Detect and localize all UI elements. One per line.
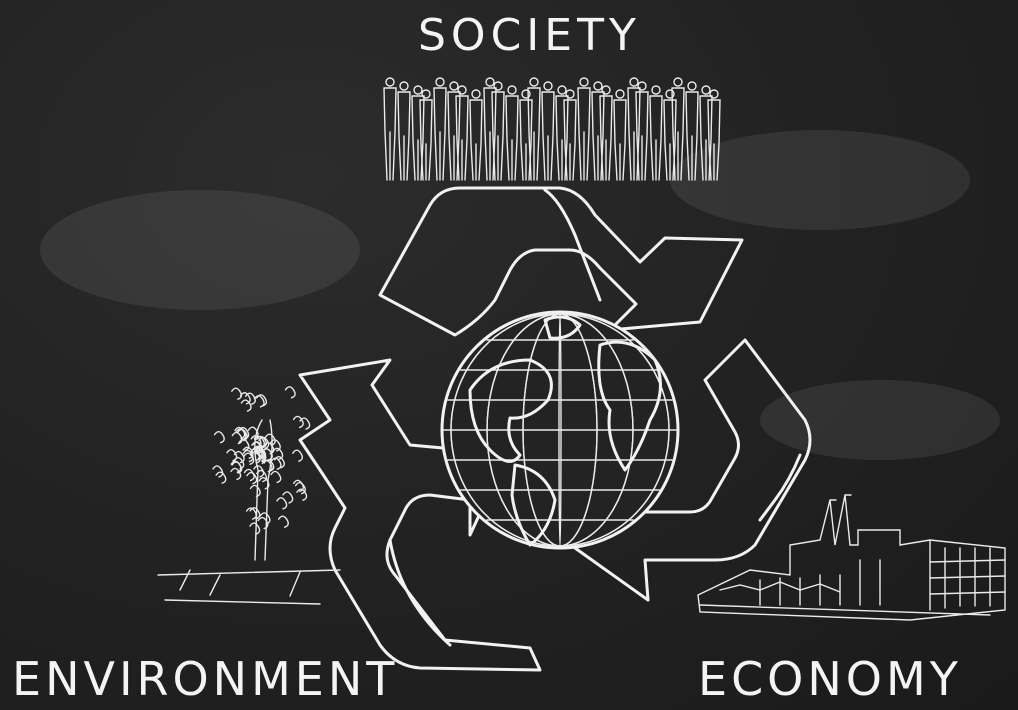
chalk-smudges — [40, 130, 1000, 460]
recycle-arrow-top — [378, 186, 744, 337]
recycle-arrow-left — [298, 358, 542, 672]
label-environment: ENVIRONMENT — [12, 652, 399, 706]
factory-illustration — [697, 494, 1006, 621]
label-society: SOCIETY — [418, 10, 641, 61]
tree-illustration — [157, 386, 341, 605]
globe-illustration — [440, 310, 680, 550]
crowd-illustration — [383, 77, 721, 181]
label-economy: ECONOMY — [698, 652, 962, 706]
